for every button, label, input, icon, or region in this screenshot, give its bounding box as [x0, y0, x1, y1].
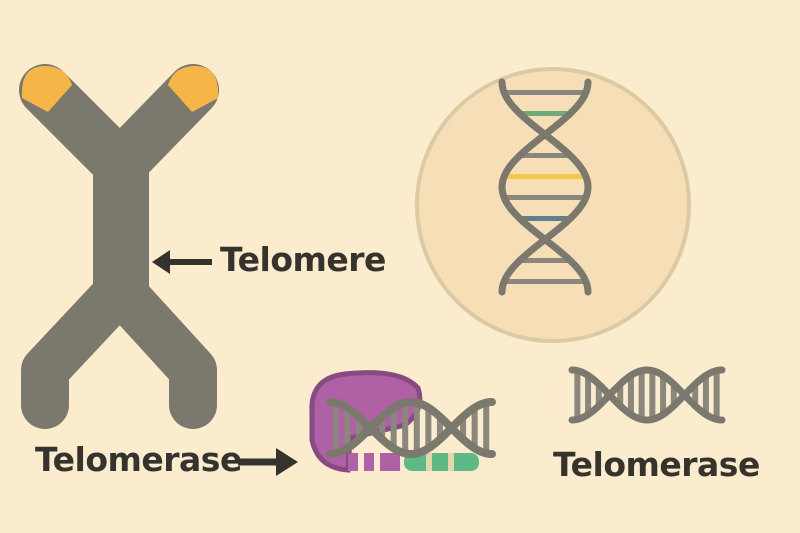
telomerase-label-right: Telomerase: [553, 445, 760, 484]
telomere-cap-right: [168, 66, 219, 112]
arrow-left-icon: [152, 250, 212, 274]
nucleus-circle: [415, 67, 691, 343]
chromosome-icon: [19, 64, 219, 429]
telomerase-label-left: Telomerase: [35, 440, 242, 479]
dna-helix-icon: [498, 78, 592, 296]
arrow-right-icon: [238, 448, 298, 476]
telomere-label: Telomere: [220, 240, 386, 279]
dna-strand-icon: [326, 397, 496, 459]
dna-helix-small-icon: [568, 366, 726, 424]
telomere-cap-left: [21, 66, 72, 112]
